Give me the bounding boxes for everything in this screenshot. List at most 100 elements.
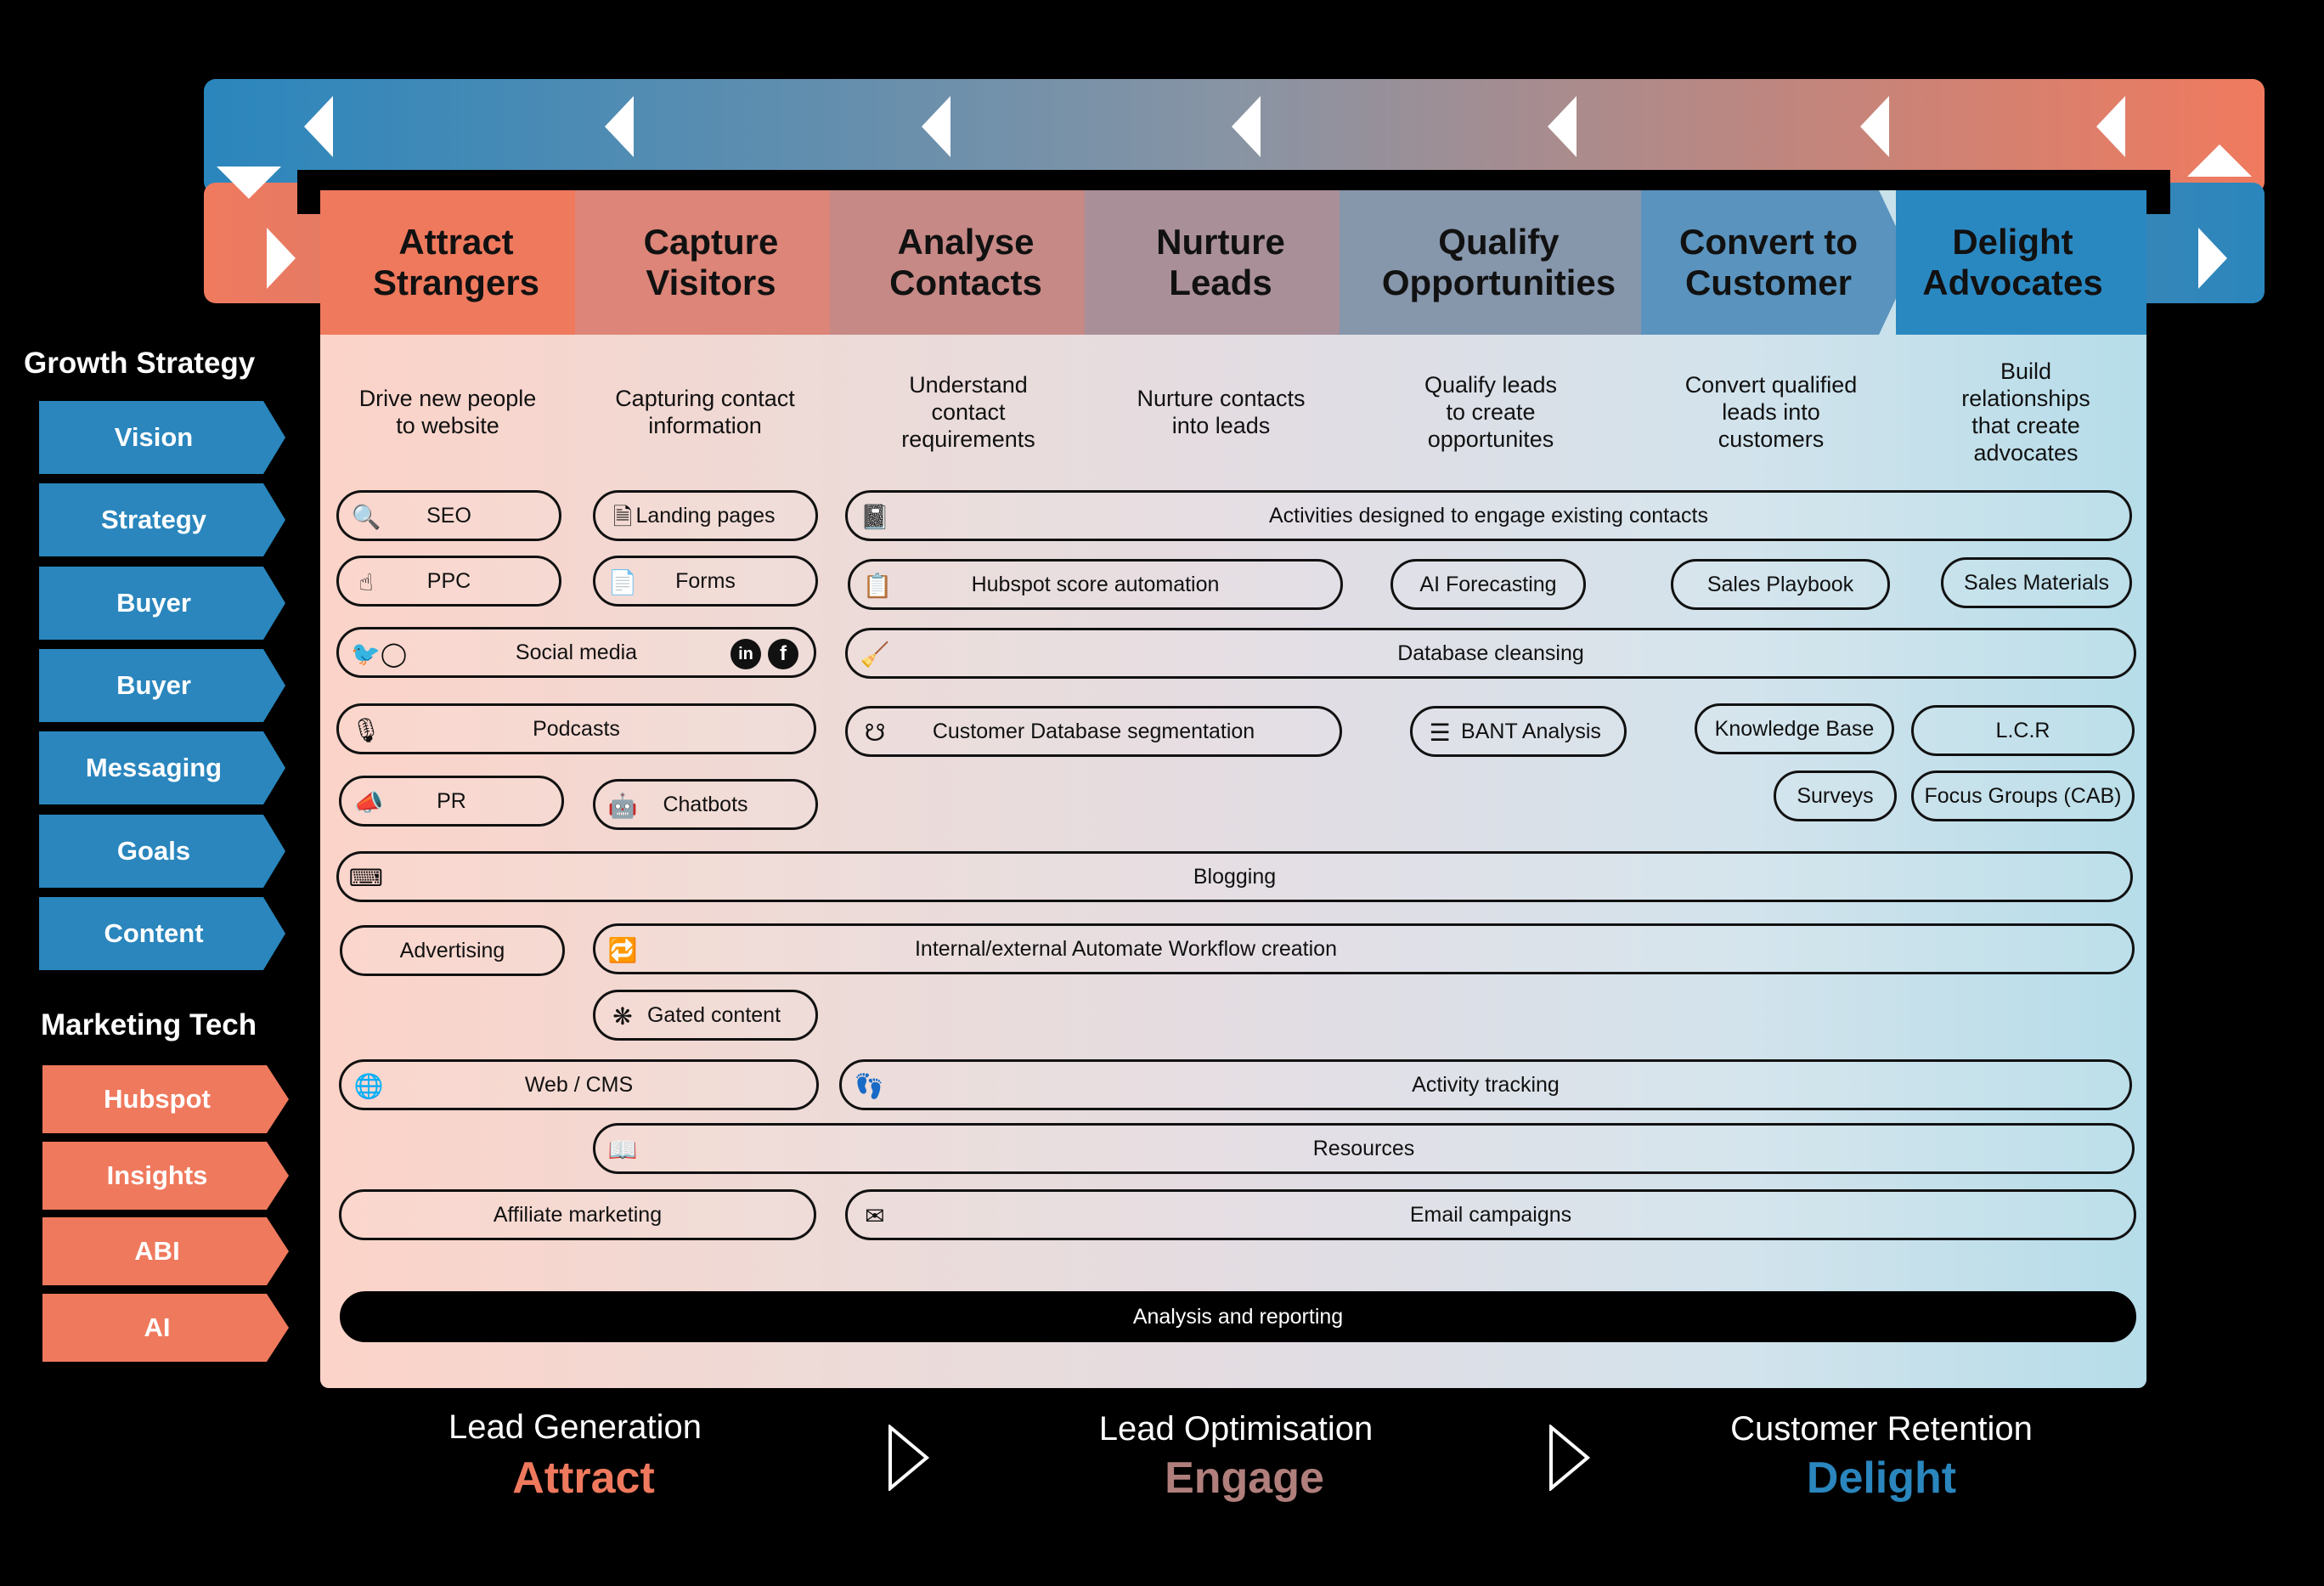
activity-automate-workflow: 🔁 Internal/external Automate Workflow cre… xyxy=(593,923,2135,974)
activity-hubspot-score: 📋Hubspot score automation xyxy=(848,559,1343,610)
phase-word-attract: Attract xyxy=(512,1453,655,1503)
activity-label: Landing pages xyxy=(635,503,776,528)
tech-item-hubspot: Hubspot xyxy=(42,1065,289,1133)
branch-icon: ☋ xyxy=(864,720,886,746)
arrow-right-icon xyxy=(267,228,296,289)
book-icon: 📖 xyxy=(607,1137,638,1163)
arrow-left-icon xyxy=(304,96,333,157)
robot-icon: 🤖 xyxy=(607,793,638,819)
activity-label: Podcasts xyxy=(533,716,620,741)
stage-description: Understand contact requirements xyxy=(901,372,1035,452)
activity-label: Gated content xyxy=(646,1002,781,1027)
activity-web-cms: 🌐Web / CMS xyxy=(339,1059,819,1110)
phase-label-lead-generation: Lead Generation xyxy=(448,1408,702,1446)
arrow-left-icon xyxy=(922,96,950,157)
chevron-right-icon xyxy=(1549,1425,1591,1491)
arrow-left-icon xyxy=(1860,96,1889,157)
activity-label: PPC xyxy=(426,568,471,593)
chevron-right-icon xyxy=(888,1425,930,1491)
activity-label: Activities designed to engage existing c… xyxy=(1269,503,1708,528)
arrow-left-icon xyxy=(605,96,634,157)
phase-label-customer-retention: Customer Retention xyxy=(1730,1410,2033,1448)
growth-item-messaging: Messaging xyxy=(39,731,285,804)
document-icon: 📄 xyxy=(607,569,638,595)
arrow-down-icon xyxy=(217,167,281,199)
stage-capture-visitors: Capture Visitors xyxy=(575,190,864,335)
tech-item-ai: AI xyxy=(42,1294,289,1362)
stage-description: Qualify leads to create opportunites xyxy=(1424,372,1558,452)
stage-label: Analyse Contacts xyxy=(889,222,1042,302)
stage-qualify-opportunities: Qualify Opportunities xyxy=(1340,190,1675,335)
stage-description: Build relationships that create advocate… xyxy=(1961,358,2090,466)
activity-pr: 📣PR xyxy=(339,776,564,827)
stage-attract-strangers: Attract Strangers xyxy=(320,190,609,335)
envelope-icon: ✉ xyxy=(865,1203,885,1229)
activity-label: Internal/external Automate Workflow crea… xyxy=(914,936,1337,961)
activity-landing-pages: 🗎Landing pages xyxy=(593,490,818,541)
activity-affiliate-marketing: Affiliate marketing xyxy=(339,1189,816,1240)
activity-label: Sales Playbook xyxy=(1706,572,1854,596)
activity-label: Surveys xyxy=(1797,783,1874,808)
stage-label: Attract Strangers xyxy=(372,222,540,302)
repeat-icon: 🔁 xyxy=(607,937,638,963)
stage-description: Convert qualified leads into customers xyxy=(1684,372,1858,452)
activity-forms: 📄 Forms xyxy=(593,556,818,607)
activity-label: L.C.R xyxy=(1995,718,2050,742)
activity-bant-analysis: ☰ BANT Analysis xyxy=(1410,706,1627,757)
activity-email-campaigns: ✉ Email campaigns xyxy=(845,1189,2136,1240)
activity-label: Forms xyxy=(675,568,736,593)
growth-strategy-title: Growth Strategy xyxy=(24,347,256,380)
activity-ai-forecasting: AI Forecasting xyxy=(1390,559,1586,610)
activity-label: Sales Materials xyxy=(1964,570,2109,595)
activity-label: Resources xyxy=(1312,1136,1415,1160)
activity-label: BANT Analysis xyxy=(1461,719,1601,743)
arrow-left-icon xyxy=(1548,96,1577,157)
stage-delight-advocates: Delight Advocates xyxy=(1896,190,2146,335)
activity-database-cleansing: 🧹Database cleansing xyxy=(845,628,2136,679)
tech-item-insights: Insights xyxy=(42,1142,289,1210)
activity-label: PR xyxy=(437,788,466,813)
growth-item-vision: Vision xyxy=(39,401,285,474)
broom-icon: 🧹 xyxy=(860,641,890,668)
stage-description: Drive new people to website xyxy=(358,386,537,438)
activity-label: Focus Groups (CAB) xyxy=(1924,783,2122,808)
twitter-instagram-icons: 🐦◯ xyxy=(351,641,408,667)
growth-item-content: Content xyxy=(39,897,285,970)
activity-engage-contacts: 📓Activities designed to engage existing … xyxy=(845,490,2132,541)
activity-label: Email campaigns xyxy=(1409,1202,1572,1227)
activity-podcasts: 🎙Podcasts xyxy=(336,703,816,754)
stage-nurture-leads: Nurture Leads xyxy=(1085,190,1374,335)
phase-label-lead-optimisation: Lead Optimisation xyxy=(1098,1410,1374,1448)
growth-item-buyer: Buyer xyxy=(39,649,285,722)
activity-seo: 🔍 SEO xyxy=(336,490,561,541)
activity-label: Affiliate marketing xyxy=(493,1202,663,1227)
code-file-icon: 🗎 xyxy=(612,504,633,530)
activity-label: Social media xyxy=(515,640,638,664)
stage-analyse-contacts: Analyse Contacts xyxy=(830,190,1119,335)
phase-word-delight: Delight xyxy=(1806,1453,1957,1503)
search-icon: 🔍 xyxy=(351,504,381,530)
activity-label: Customer Database segmentation xyxy=(932,719,1255,743)
activity-sales-materials: Sales Materials xyxy=(1941,557,2132,608)
activity-database-segmentation: ☋ Customer Database segmentation xyxy=(845,706,1342,757)
arrow-up-icon xyxy=(2187,144,2252,177)
activity-chatbots: 🤖 Chatbots xyxy=(593,779,818,830)
typewriter-icon: ⌨ xyxy=(348,865,384,891)
stage-label: Nurture Leads xyxy=(1156,222,1285,302)
activity-label: SEO xyxy=(426,503,471,528)
marketing-tech-title: Marketing Tech xyxy=(41,1008,257,1041)
activity-label: Chatbots xyxy=(663,792,748,816)
activity-label: Advertising xyxy=(399,938,505,962)
growth-item-buyer: Buyer xyxy=(39,567,285,640)
clipboard-check-icon: 📋 xyxy=(862,573,893,599)
list-icon: ☰ xyxy=(1429,720,1451,746)
network-icon: ❋ xyxy=(612,1003,633,1030)
stage-label: Delight Advocates xyxy=(1922,222,2103,302)
activity-lcr: L.C.R xyxy=(1911,705,2135,756)
stage-label: Convert to Customer xyxy=(1679,222,1858,302)
activity-gated-content: ❋ Gated content xyxy=(593,990,818,1041)
stage-label: Qualify Opportunities xyxy=(1381,222,1616,302)
arrow-right-icon xyxy=(2198,228,2227,289)
stage-convert-customer: Convert to Customer xyxy=(1641,190,1913,335)
